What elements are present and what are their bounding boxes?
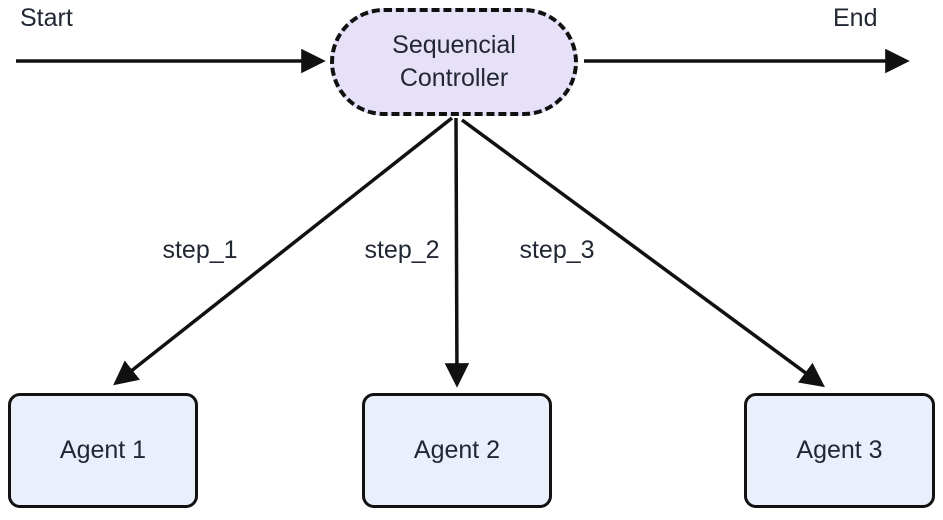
node-sequencial-controller: Sequencial Controller bbox=[330, 8, 578, 116]
controller-label-line2: Controller bbox=[399, 64, 509, 92]
end-label: End bbox=[833, 4, 878, 32]
node-agent-3: Agent 3 bbox=[744, 393, 935, 508]
agent-3-label: Agent 3 bbox=[796, 436, 883, 464]
edge-step3-to-agent3 bbox=[460, 118, 825, 388]
node-agent-1: Agent 1 bbox=[8, 393, 198, 508]
node-agent-2: Agent 2 bbox=[362, 393, 552, 508]
start-label: Start bbox=[20, 4, 73, 32]
edge-label-step-3: step_3 bbox=[516, 236, 598, 265]
edge-step2-to-agent2 bbox=[444, 117, 470, 388]
agent-1-label: Agent 1 bbox=[59, 436, 147, 464]
edge-step1-to-agent1 bbox=[113, 116, 454, 386]
edge-label-step-1: step_1 bbox=[159, 236, 241, 265]
controller-label-line1: Sequencial bbox=[392, 31, 516, 59]
agent-2-label: Agent 2 bbox=[413, 436, 501, 464]
edge-label-step-2: step_2 bbox=[361, 236, 443, 265]
